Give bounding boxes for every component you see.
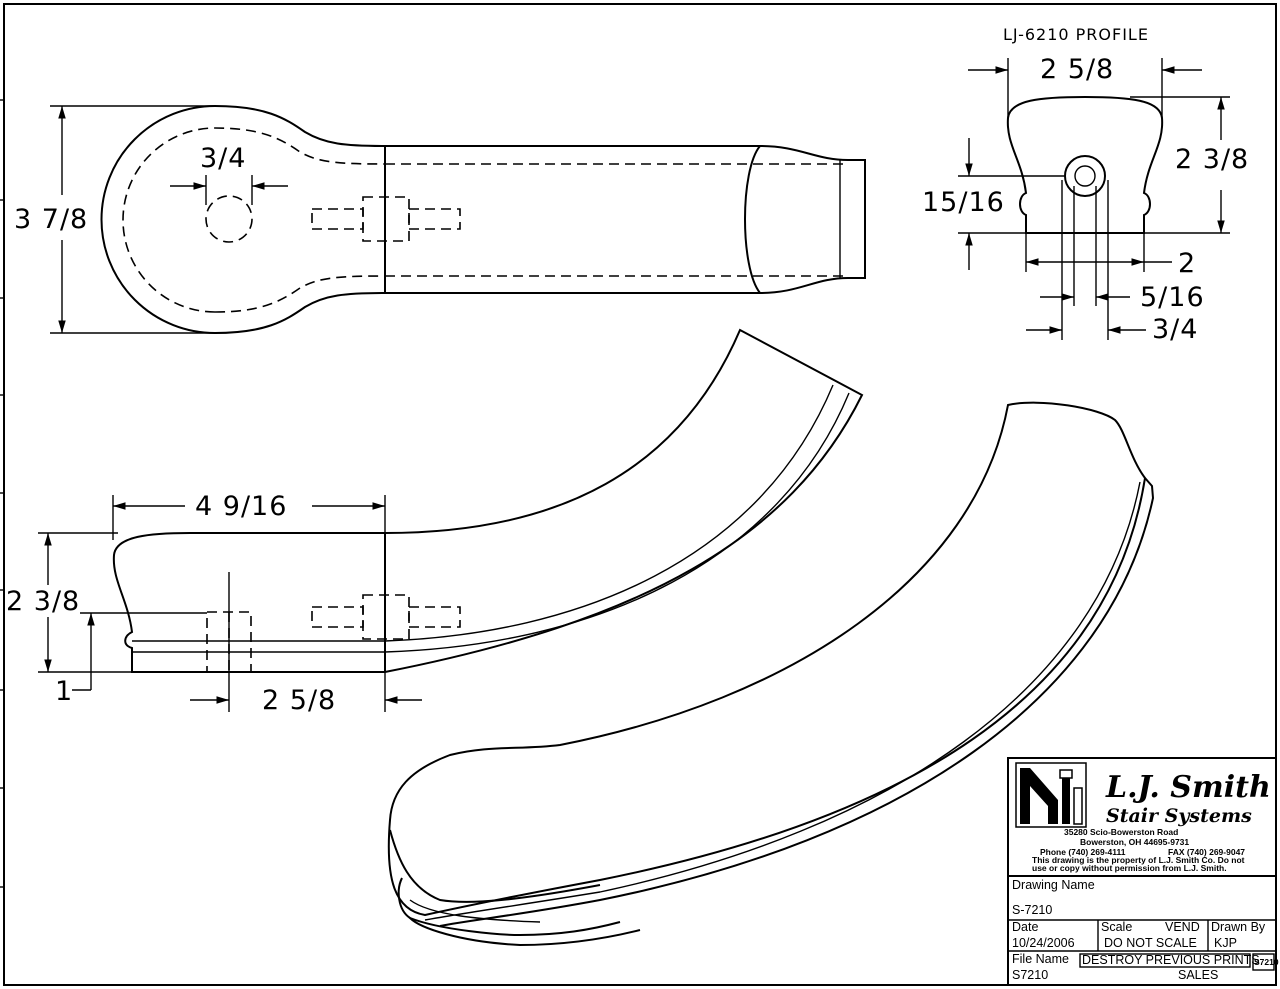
profile-hole-outer — [1064, 155, 1106, 197]
dim-profile-hole-width-label: 5/16 — [1140, 282, 1205, 313]
dim-profile-width-label: 2 5/8 — [1040, 54, 1114, 85]
dim-profile-hole-height — [958, 138, 1065, 270]
profile-hole-inner — [1074, 165, 1096, 187]
profile-title: LJ-6210 PROFILE — [1003, 25, 1149, 44]
destroy-notice: DESTROY PREVIOUS PRINTS — [1082, 953, 1260, 967]
isometric-view — [387, 401, 1155, 947]
dim-profile-base-label: 2 — [1178, 248, 1196, 279]
scale-value: DO NOT SCALE — [1104, 936, 1197, 950]
dim-side-offset — [190, 572, 422, 712]
dim-profile-spread-label: 3/4 — [1152, 314, 1198, 345]
dim-side-offset-label: 2 5/8 — [262, 685, 336, 716]
address-line2: Bowerston, OH 44695-9731 — [1080, 837, 1189, 847]
notice-line1: This drawing is the property of L.J. Smi… — [1032, 855, 1245, 865]
sheet-border — [3, 3, 1277, 986]
side-view: 4 9/16 2 3/8 1 2 5/8 — [6, 328, 864, 716]
phone: Phone (740) 269-4111 — [1040, 847, 1126, 857]
dim-side-bottom — [72, 612, 207, 691]
profile-outline — [1006, 95, 1164, 234]
file-name-label: File Name — [1012, 952, 1069, 966]
dim-profile-base — [1025, 233, 1172, 272]
svg-text:L.J. Smith: L.J. Smith — [1105, 770, 1271, 805]
top-view-outline — [100, 104, 760, 334]
svg-text:Stair Systems: Stair Systems — [1106, 805, 1252, 827]
title-block: L.J. Smith Stair Systems 35280 Scio-Bowe… — [1007, 757, 1279, 986]
top-view-end — [759, 145, 866, 294]
top-view: 3 7/8 3/4 — [14, 104, 866, 334]
side-view-outline — [112, 328, 864, 673]
hole-hidden — [205, 195, 253, 243]
corner-code: S7210 — [1254, 957, 1279, 967]
dim-hole — [170, 175, 288, 205]
dim-side-length-label: 4 9/16 — [195, 491, 287, 522]
dim-side-height — [38, 532, 132, 673]
profile-view: LJ-6210 PROFILE 2 5/8 2 3/8 — [922, 25, 1249, 345]
dim-side-bottom-label: 1 — [55, 676, 73, 707]
dim-hole-label: 3/4 — [200, 143, 246, 174]
dim-profile-height-label: 2 3/8 — [1175, 144, 1249, 175]
dim-top-height — [50, 105, 215, 334]
dim-profile-hole-height-label: 15/16 — [922, 187, 1005, 218]
drawing-name-label: Drawing Name — [1012, 878, 1095, 892]
scale-label: Scale — [1101, 920, 1132, 934]
drawn-by-label: Drawn By — [1211, 920, 1266, 934]
department: SALES — [1178, 968, 1218, 982]
notice-line2: use or copy without permission from L.J.… — [1032, 863, 1227, 873]
company-logo: L.J. Smith Stair Systems — [1015, 762, 1271, 828]
connector-hidden — [311, 196, 461, 242]
dim-top-height-label: 3 7/8 — [14, 204, 88, 235]
drawing-name: S-7210 — [1012, 903, 1052, 917]
date-label: Date — [1012, 920, 1038, 934]
fax: FAX (740) 269-9047 — [1168, 847, 1245, 857]
vend-label: VEND — [1165, 920, 1200, 934]
iso-outline — [387, 401, 1147, 917]
date-value: 10/24/2006 — [1012, 936, 1075, 950]
dim-side-height-label: 2 3/8 — [6, 586, 80, 617]
dim-profile-height — [1130, 96, 1230, 234]
drawn-by-value: KJP — [1214, 936, 1237, 950]
file-name-value: S7210 — [1012, 968, 1048, 982]
address-line1: 35280 Scio-Bowerston Road — [1064, 827, 1178, 837]
border-ticks — [0, 99, 5, 888]
side-connector-hidden — [206, 594, 461, 673]
dim-profile-width — [968, 58, 1202, 118]
